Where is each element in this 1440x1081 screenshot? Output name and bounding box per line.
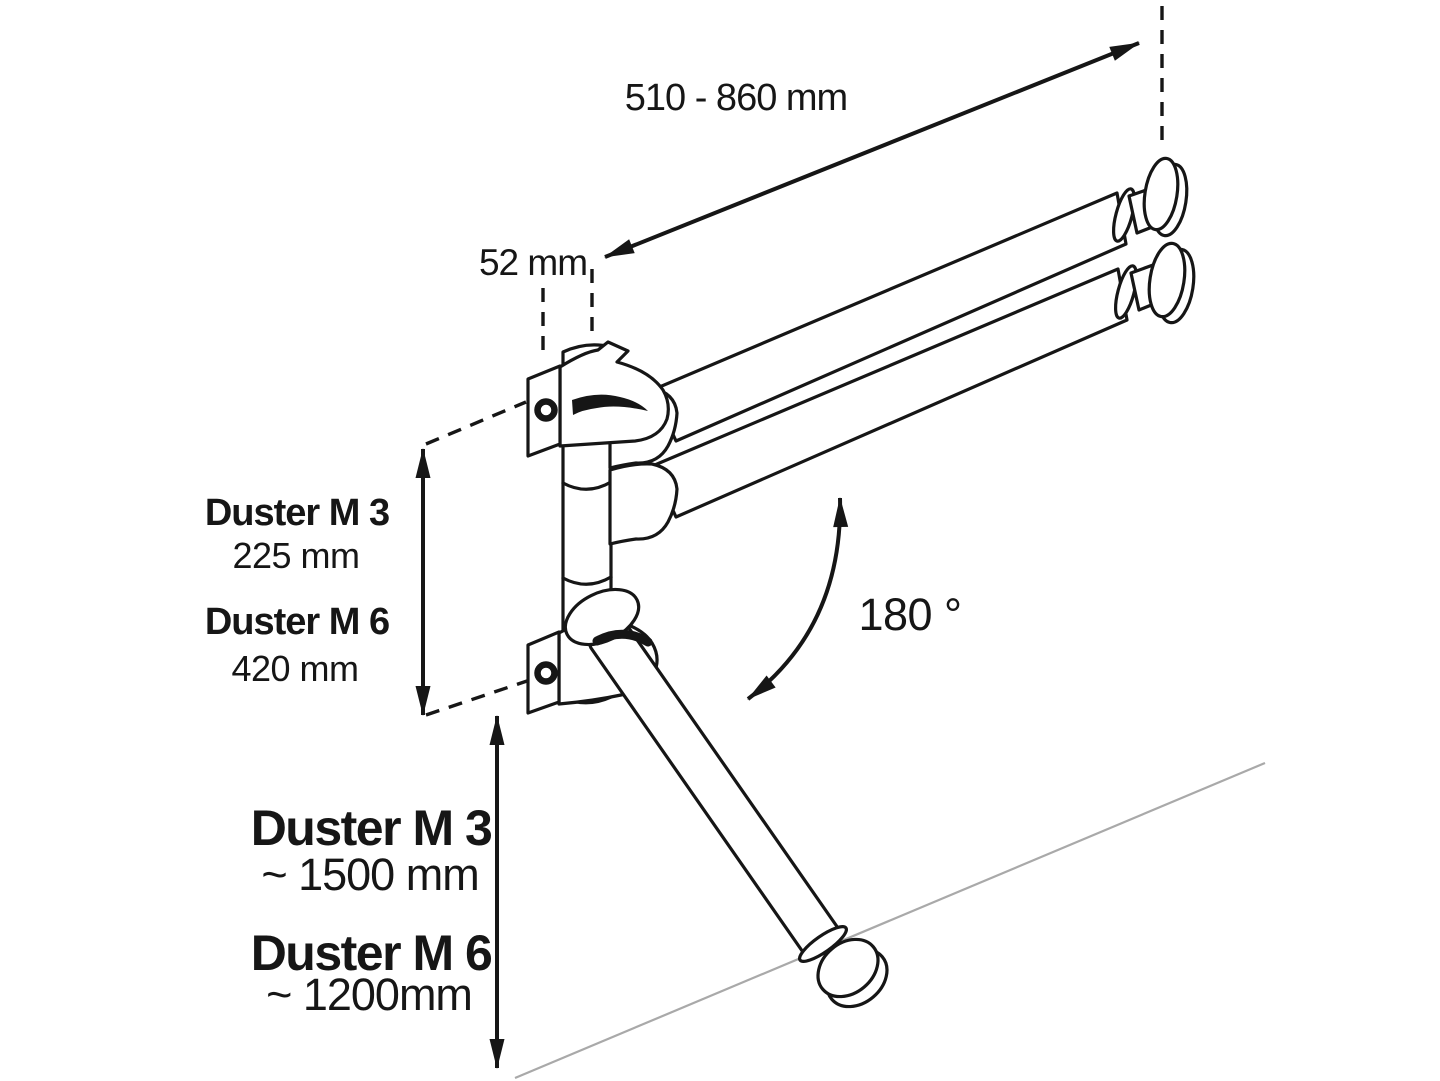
floor-height-name-m3: Duster M 3 — [251, 800, 492, 856]
dimension-floor-height: Duster M 3 ~ 1500 mm Duster M 6 ~ 1200mm — [251, 715, 505, 1069]
brand-mark — [572, 394, 648, 415]
dimension-depth: 52 mm — [479, 242, 594, 357]
dimension-mount-height: Duster M 3 225 mm Duster M 6 420 mm — [205, 400, 528, 717]
reach-label: 510 - 860 mm — [625, 77, 847, 119]
mount-height-name-m3: Duster M 3 — [205, 492, 389, 534]
swivel-arc-arrow — [746, 497, 849, 701]
duster-fixture — [526, 156, 1196, 1009]
floor-height-value-m6: ~ 1200mm — [266, 969, 472, 1020]
mount-height-name-m6: Duster M 6 — [205, 601, 389, 643]
dimension-reach: 510 - 860 mm — [604, 6, 1164, 259]
rail-bottom-pivot-sleeve — [608, 462, 679, 546]
bottom-clamp-screw — [534, 661, 558, 685]
depth-label: 52 mm — [479, 242, 587, 283]
mount-height-value-m3: 225 mm — [232, 535, 359, 576]
swing-arm-pivot-lip — [592, 629, 653, 647]
floor-line — [514, 761, 1266, 1080]
mount-height-ext-bottom — [425, 679, 528, 717]
tube-joint-upper — [561, 480, 613, 491]
floor-height-name-m6: Duster M 6 — [251, 925, 492, 981]
tube-joint-lower — [561, 575, 613, 586]
rail-bottom-endcap — [1147, 241, 1187, 319]
reach-arrow — [604, 41, 1140, 259]
floor-height-value-m3: ~ 1500 mm — [261, 849, 478, 900]
bottom-clamp-and-arm — [526, 587, 889, 1009]
top-clamp — [526, 340, 670, 458]
mount-height-value-m6: 420 mm — [231, 648, 358, 689]
swivel-angle-label: 180 ° — [858, 589, 961, 640]
swing-arm-collar — [798, 925, 848, 963]
rail-bottom — [608, 241, 1196, 546]
rail-top-endcap — [1142, 156, 1180, 232]
swing-arm-endcap — [816, 937, 880, 999]
mount-height-ext-top — [425, 400, 527, 446]
top-clamp-screw — [534, 398, 558, 422]
swing-arm-tube — [587, 619, 840, 957]
top-clamp-band — [558, 340, 670, 448]
dimension-swivel: 180 ° — [746, 497, 962, 701]
